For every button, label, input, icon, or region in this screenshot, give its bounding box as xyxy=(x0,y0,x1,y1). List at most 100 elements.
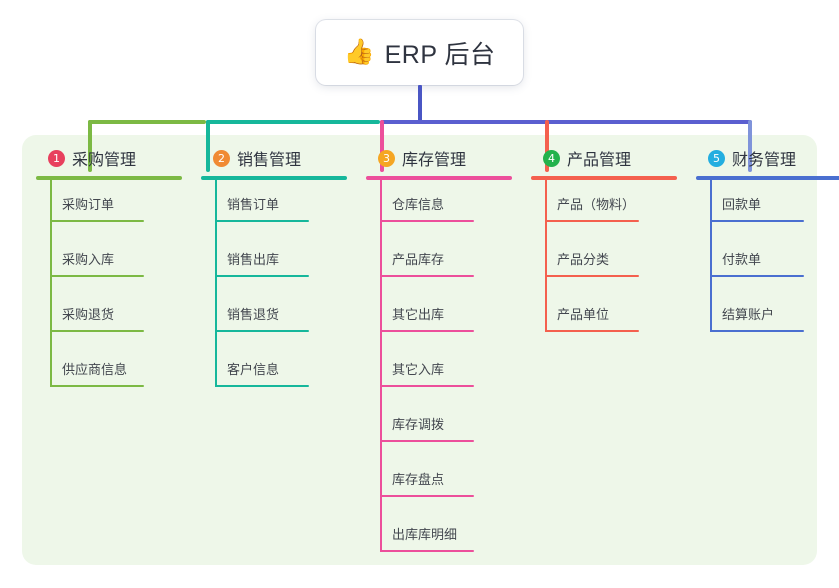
branch-item-underline xyxy=(380,275,474,277)
branch-item-underline xyxy=(545,330,639,332)
branch-item-label: 产品库存 xyxy=(392,252,445,267)
branch-item-label: 付款单 xyxy=(722,252,762,267)
branch-item[interactable]: 仓库信息 xyxy=(366,180,536,235)
branch-item-label: 库存盘点 xyxy=(392,472,445,487)
branch-spine xyxy=(380,180,382,552)
root-stem-connector xyxy=(418,85,422,122)
branch-item-label: 仓库信息 xyxy=(392,197,445,212)
branch-spine xyxy=(50,180,52,387)
branch-title: 库存管理 xyxy=(402,152,467,169)
branch-item-underline xyxy=(215,330,309,332)
branch-item[interactable]: 客户信息 xyxy=(201,345,371,400)
drop-connector-5 xyxy=(748,120,752,172)
branch-items: 仓库信息产品库存其它出库其它入库库存调拨库存盘点出库库明细 xyxy=(366,180,536,565)
branch-item-label: 客户信息 xyxy=(227,362,280,377)
branch-item-underline xyxy=(215,275,309,277)
branch-item[interactable]: 产品（物料） xyxy=(531,180,701,235)
branch-item-underline xyxy=(710,275,804,277)
branch-spine xyxy=(215,180,217,387)
branch-item-underline xyxy=(215,385,309,387)
branch-number-badge: 1 xyxy=(48,149,65,167)
root-node[interactable]: 👍 ERP 后台 xyxy=(316,20,523,85)
branch-header-5[interactable]: 5 财务管理 xyxy=(696,146,839,170)
branch-item-label: 回款单 xyxy=(722,197,762,212)
branch-item[interactable]: 销售订单 xyxy=(201,180,371,235)
branch-underline xyxy=(366,176,512,180)
branch-item-label: 其它入库 xyxy=(392,362,445,377)
branch-item-underline xyxy=(710,220,804,222)
branch-spine xyxy=(710,180,712,332)
branch-item[interactable]: 销售出库 xyxy=(201,235,371,290)
branch-items: 采购订单采购入库采购退货供应商信息 xyxy=(36,180,206,400)
branch-item-label: 采购订单 xyxy=(62,197,115,212)
branch-underline xyxy=(36,176,182,180)
branch-item-label: 库存调拨 xyxy=(392,417,445,432)
drop-connector-1 xyxy=(88,120,92,172)
branch-item[interactable]: 产品分类 xyxy=(531,235,701,290)
branch-item-label: 销售出库 xyxy=(227,252,280,267)
drop-connector-2 xyxy=(206,120,210,172)
branch-number-badge: 3 xyxy=(378,149,395,167)
drop-connector-4 xyxy=(545,120,549,172)
branch-item[interactable]: 付款单 xyxy=(696,235,839,290)
branch-item-underline xyxy=(50,330,144,332)
branch-item-underline xyxy=(380,440,474,442)
branch-items: 产品（物料） 产品分类产品单位 xyxy=(531,180,701,345)
branch-item-label: 产品单位 xyxy=(557,307,610,322)
branch-item-label: 采购退货 xyxy=(62,307,115,322)
branch-item[interactable]: 供应商信息 xyxy=(36,345,206,400)
branch-item-label: 销售订单 xyxy=(227,197,280,212)
branch-item[interactable]: 出库库明细 xyxy=(366,510,536,565)
branch-column-1: 1 采购管理采购订单采购入库采购退货供应商信息 xyxy=(36,146,206,400)
thumbs-up-icon: 👍 xyxy=(343,38,375,66)
branch-item[interactable]: 其它入库 xyxy=(366,345,536,400)
branch-item-underline xyxy=(380,495,474,497)
branches-panel xyxy=(22,135,817,565)
branch-title: 财务管理 xyxy=(732,152,797,169)
branch-spine xyxy=(545,180,547,332)
branch-item[interactable]: 库存盘点 xyxy=(366,455,536,510)
branch-item[interactable]: 产品库存 xyxy=(366,235,536,290)
branch-item-underline xyxy=(50,275,144,277)
branch-header-3[interactable]: 3 库存管理 xyxy=(366,146,536,170)
branch-item[interactable]: 其它出库 xyxy=(366,290,536,345)
branch-item-label: 采购入库 xyxy=(62,252,115,267)
branch-title: 采购管理 xyxy=(72,152,137,169)
branch-header-1[interactable]: 1 采购管理 xyxy=(36,146,206,170)
bus-segment-2 xyxy=(206,120,380,124)
branch-item-underline xyxy=(710,330,804,332)
branch-item-label: 其它出库 xyxy=(392,307,445,322)
root-title: ERP 后台 xyxy=(384,40,496,69)
branch-item[interactable]: 产品单位 xyxy=(531,290,701,345)
branch-number-badge: 2 xyxy=(213,149,230,167)
branch-item-label: 结算账户 xyxy=(722,307,775,322)
branch-item-underline xyxy=(380,220,474,222)
branch-item-underline xyxy=(380,550,474,552)
branch-item[interactable]: 采购订单 xyxy=(36,180,206,235)
branch-item-underline xyxy=(545,220,639,222)
branch-item-underline xyxy=(380,330,474,332)
branch-items: 回款单付款单结算账户 xyxy=(696,180,839,345)
branch-item[interactable]: 结算账户 xyxy=(696,290,839,345)
branch-item-underline xyxy=(215,220,309,222)
branch-item[interactable]: 库存调拨 xyxy=(366,400,536,455)
branch-item-underline xyxy=(50,220,144,222)
branch-underline xyxy=(696,176,839,180)
branch-item-label: 供应商信息 xyxy=(62,362,128,377)
branch-item-label: 销售退货 xyxy=(227,307,280,322)
drop-connector-3 xyxy=(380,120,384,172)
branch-item[interactable]: 采购退货 xyxy=(36,290,206,345)
branch-item[interactable]: 回款单 xyxy=(696,180,839,235)
branch-item[interactable]: 销售退货 xyxy=(201,290,371,345)
branch-item[interactable]: 采购入库 xyxy=(36,235,206,290)
branch-underline xyxy=(531,176,677,180)
branch-item-underline xyxy=(380,385,474,387)
branch-underline xyxy=(201,176,347,180)
branch-item-underline xyxy=(545,275,639,277)
branch-item-label: 产品（物料） xyxy=(557,197,636,212)
branch-number-badge: 5 xyxy=(708,149,725,167)
